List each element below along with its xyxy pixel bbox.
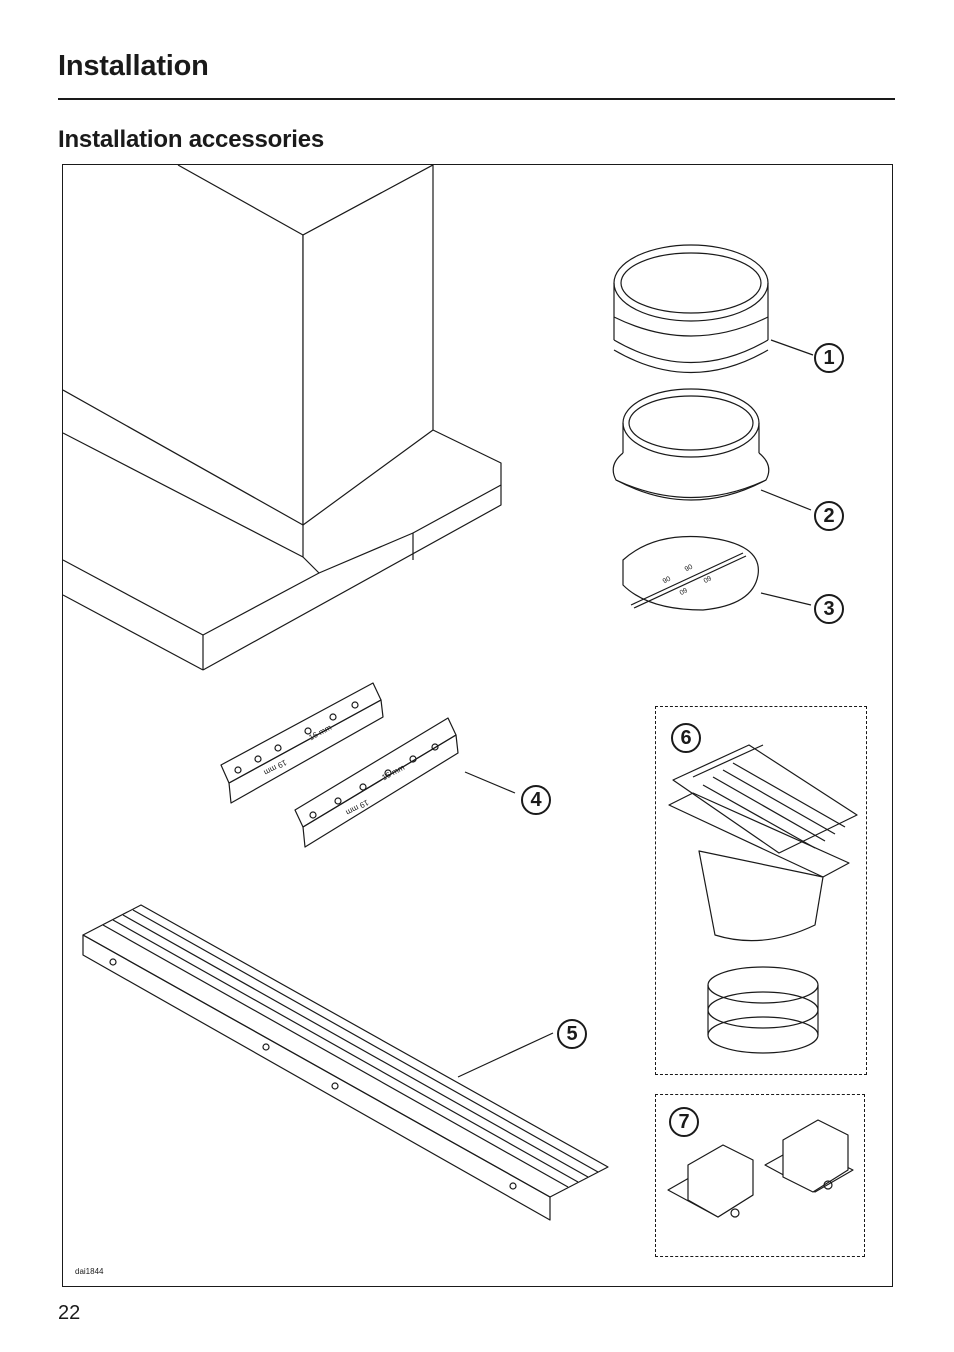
figure-code: dai1844	[75, 1267, 104, 1276]
accessories-illustration	[63, 165, 858, 1221]
callout-4: 4	[521, 785, 551, 815]
clamps-7-drawing	[667, 1119, 854, 1218]
collar-ring-1-drawing	[613, 244, 814, 374]
callout-2: 2	[814, 501, 844, 531]
callout-5: 5	[557, 1019, 587, 1049]
callout-3: 3	[814, 594, 844, 624]
recirculation-kit-box	[655, 706, 867, 1075]
profile-rail-5-drawing	[82, 904, 609, 1221]
title-rule	[58, 98, 895, 100]
section-title: Installation accessories	[58, 126, 324, 153]
accessories-figure: 1 2 3 4 5 6 7 16 mm 19 mm 16 mm 19 mm 90…	[62, 164, 893, 1287]
callout-1: 1	[814, 343, 844, 373]
recirculation-unit-6-drawing	[668, 744, 858, 1054]
callout-7: 7	[669, 1107, 699, 1137]
callout-6: 6	[671, 723, 701, 753]
clamps-box	[655, 1094, 865, 1257]
hood-chimney-drawing	[63, 165, 502, 671]
collar-ring-2-drawing	[612, 388, 812, 511]
page-title: Installation	[58, 50, 209, 82]
mounting-brackets-4-drawing	[220, 682, 516, 848]
page-number: 22	[58, 1302, 81, 1324]
damper-plate-3-drawing	[622, 535, 812, 611]
